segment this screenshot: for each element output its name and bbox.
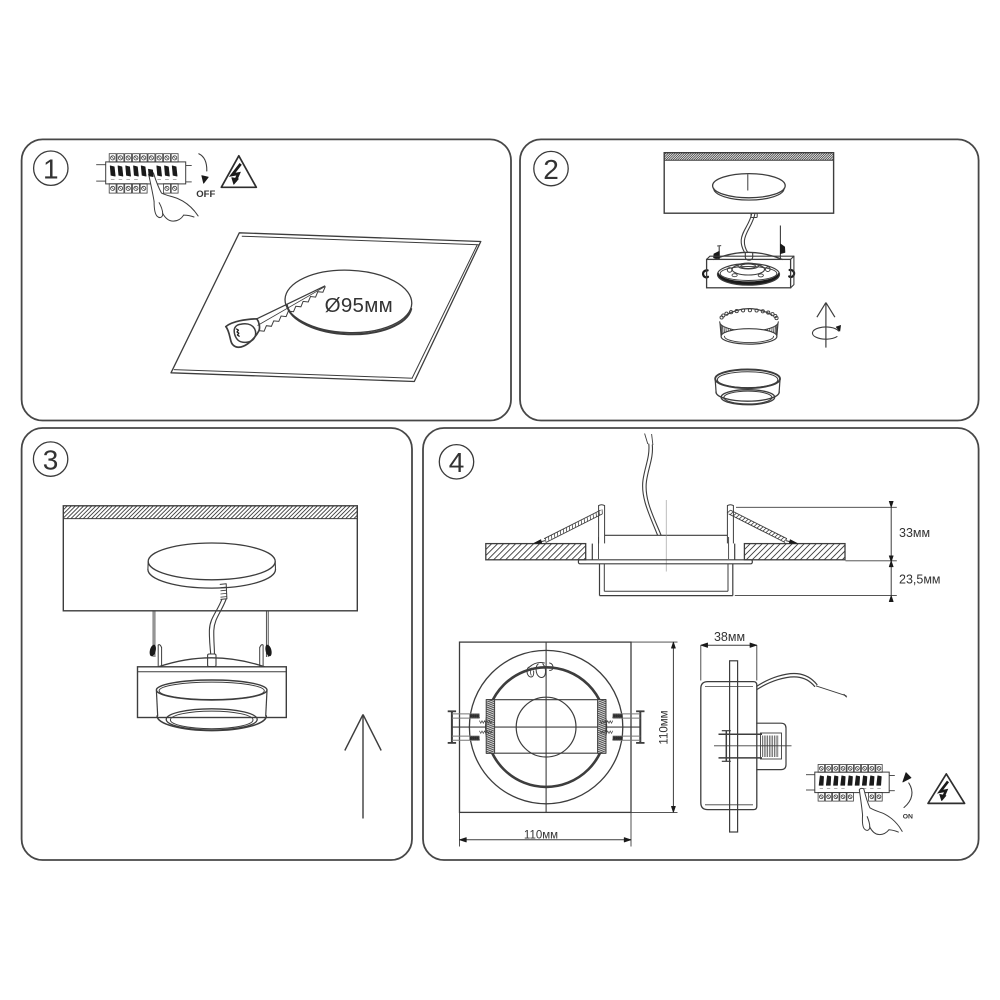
svg-text:2: 2 [543, 154, 559, 185]
svg-text:1: 1 [43, 153, 59, 184]
svg-text:ON: ON [903, 813, 913, 820]
svg-text:110мм: 110мм [659, 710, 671, 744]
svg-text:OFF: OFF [196, 189, 215, 200]
svg-text:Ø95мм: Ø95мм [325, 294, 393, 317]
svg-text:38мм: 38мм [714, 630, 745, 644]
svg-text:23,5мм: 23,5мм [899, 573, 941, 587]
svg-text:110мм: 110мм [524, 830, 558, 842]
svg-text:33мм: 33мм [899, 526, 930, 540]
svg-text:3: 3 [43, 444, 59, 475]
svg-text:4: 4 [449, 447, 465, 478]
